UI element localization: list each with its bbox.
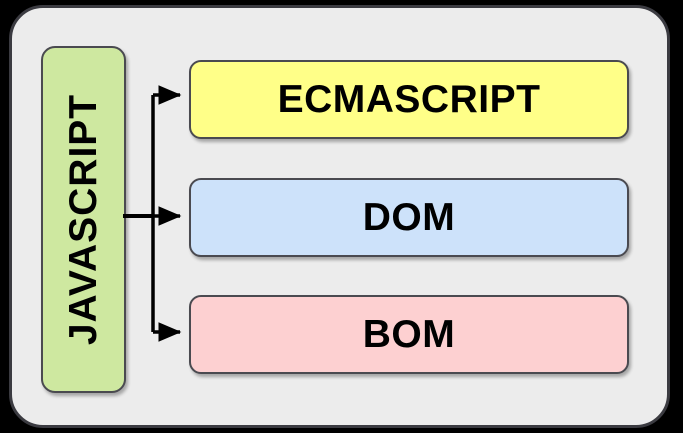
node-javascript[interactable]: JAVASCRIPT <box>41 46 126 393</box>
node-bom[interactable]: BOM <box>189 295 629 374</box>
node-bom-label: BOM <box>362 313 456 356</box>
node-dom-label: DOM <box>362 196 456 239</box>
node-ecmascript-label: ECMASCRIPT <box>277 78 541 121</box>
node-ecmascript[interactable]: ECMASCRIPT <box>189 60 629 139</box>
node-dom[interactable]: DOM <box>189 178 629 257</box>
outer-panel: JAVASCRIPT ECMASCRIPT DOM BOM <box>9 5 670 428</box>
node-javascript-label: JAVASCRIPT <box>62 93 106 346</box>
